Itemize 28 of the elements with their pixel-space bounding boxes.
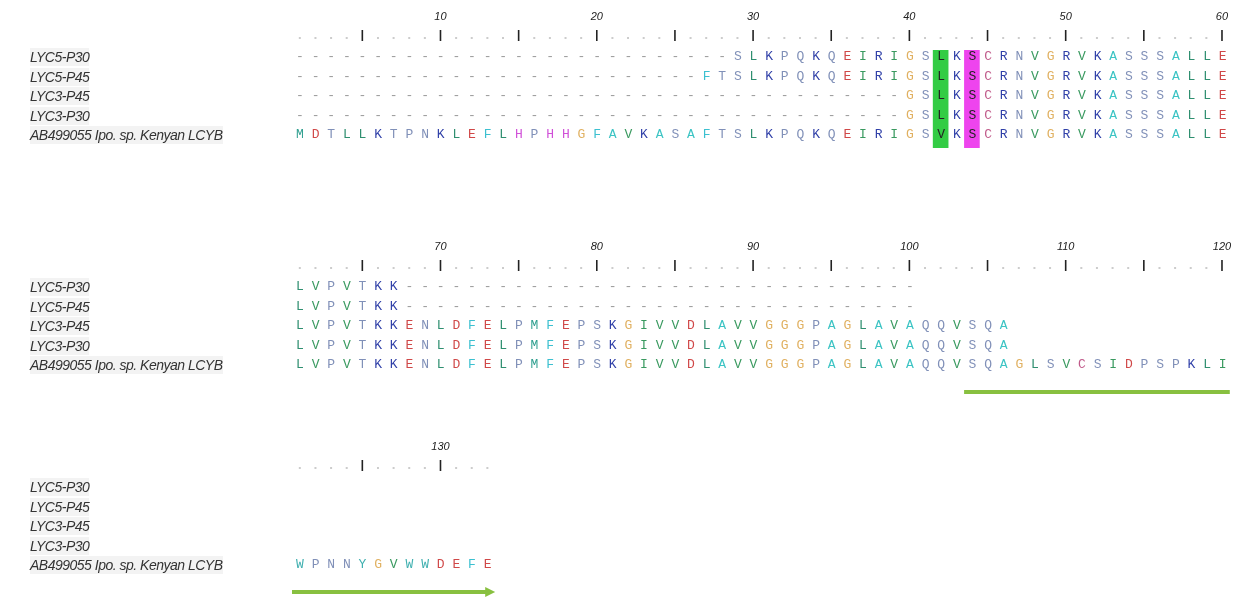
sequence-name: LYC5-P30 bbox=[30, 48, 90, 66]
sequence-name: LYC3-P45 bbox=[30, 517, 90, 535]
position-number: 80 bbox=[590, 240, 603, 252]
sequence-name: AB499055 Ipo. sp. Kenyan LCYB bbox=[30, 356, 223, 374]
position-number: 10 bbox=[434, 10, 447, 22]
sequence-name: LYC5-P30 bbox=[30, 478, 90, 496]
position-number: 90 bbox=[746, 240, 760, 252]
sequence-name: AB499055 Ipo. sp. Kenyan LCYB bbox=[30, 126, 223, 144]
sequence-name: LYC5-P45 bbox=[30, 497, 90, 516]
position-number: 120 bbox=[1212, 240, 1232, 252]
position-number: 110 bbox=[1056, 240, 1075, 252]
position-number: 130 bbox=[431, 440, 450, 452]
sequence-name: LYC5-P45 bbox=[30, 297, 90, 316]
sequence-name: LYC3-P45 bbox=[30, 317, 90, 335]
sequence-name: LYC3-P30 bbox=[30, 336, 90, 355]
position-number: 60 bbox=[1215, 10, 1229, 22]
sequence-name: LYC5-P45 bbox=[30, 67, 90, 86]
sequence-name: LYC5-P30 bbox=[30, 278, 90, 296]
sequence-name: LYC3-P30 bbox=[30, 106, 90, 125]
sequence-name: LYC3-P30 bbox=[30, 536, 90, 555]
position-number: 40 bbox=[903, 10, 916, 22]
position-number: 50 bbox=[1059, 10, 1072, 22]
position-number: 20 bbox=[590, 10, 603, 22]
position-number: 100 bbox=[900, 240, 919, 252]
sequence-name: AB499055 Ipo. sp. Kenyan LCYB bbox=[30, 556, 223, 574]
sequence-name: LYC3-P45 bbox=[30, 87, 90, 105]
position-number: 30 bbox=[746, 10, 760, 22]
position-number: 70 bbox=[434, 240, 447, 252]
